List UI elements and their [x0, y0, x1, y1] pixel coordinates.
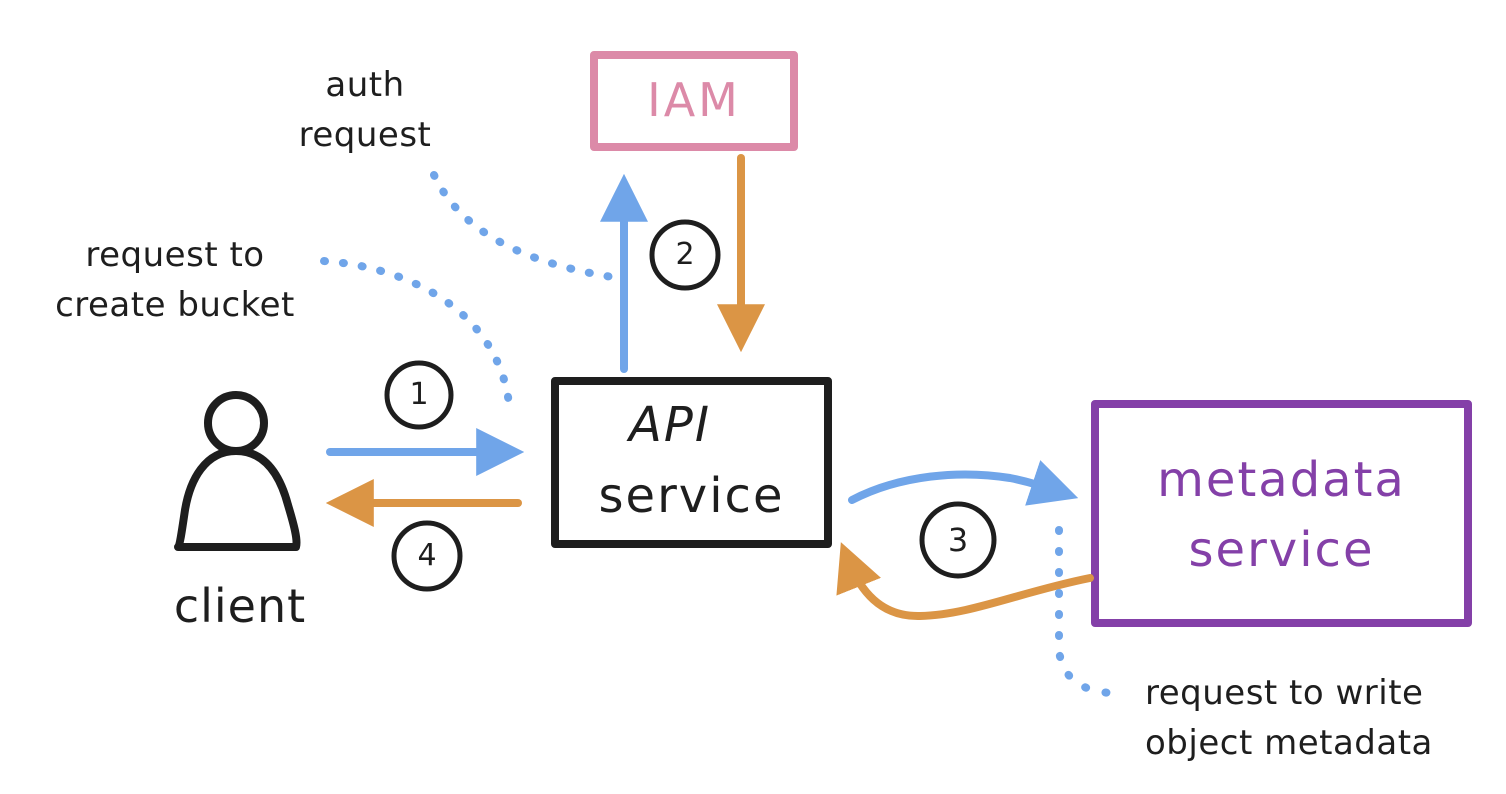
annotation-auth-request-line1: auth [325, 65, 405, 105]
connector-create-bucket [320, 257, 514, 419]
annotation-auth-request-line2: request [298, 115, 432, 155]
arrow-api-to-metadata [848, 460, 1079, 506]
step-circle-1 [384, 360, 454, 430]
annotation-create-bucket-line2: create bucket [55, 285, 295, 325]
step-circle-3 [919, 501, 997, 579]
step-number-1: 1 [409, 377, 429, 412]
annotation-write-metadata-line2: object metadata [1145, 723, 1433, 763]
metadata-service-label-line1: metadata [1157, 452, 1406, 508]
annotation-write-metadata: request to write object metadata [1145, 668, 1495, 768]
metadata-service-box [1091, 400, 1472, 627]
metadata-service-label-line2: service [1188, 522, 1375, 578]
step-number-4: 4 [417, 538, 437, 573]
api-service-box [551, 377, 832, 548]
client-label: client [173, 579, 307, 633]
api-service-label-line1: API [629, 397, 711, 453]
connector-auth-request [430, 171, 616, 281]
annotation-create-bucket: request to create bucket [25, 230, 325, 330]
step-circle-2 [649, 219, 721, 291]
iam-box [590, 51, 798, 151]
annotation-auth-request: auth request [270, 60, 460, 160]
api-service-label-line2: service [598, 468, 785, 524]
annotation-write-metadata-line1: request to write [1145, 673, 1424, 713]
iam-label: IAM [647, 73, 741, 127]
annotation-create-bucket-line1: request to [85, 235, 265, 275]
person-icon [174, 391, 301, 551]
arrow-metadata-to-api [836, 542, 1094, 621]
step-circle-4 [391, 520, 463, 592]
step-number-3: 3 [947, 521, 969, 559]
step-number-2: 2 [675, 237, 695, 272]
